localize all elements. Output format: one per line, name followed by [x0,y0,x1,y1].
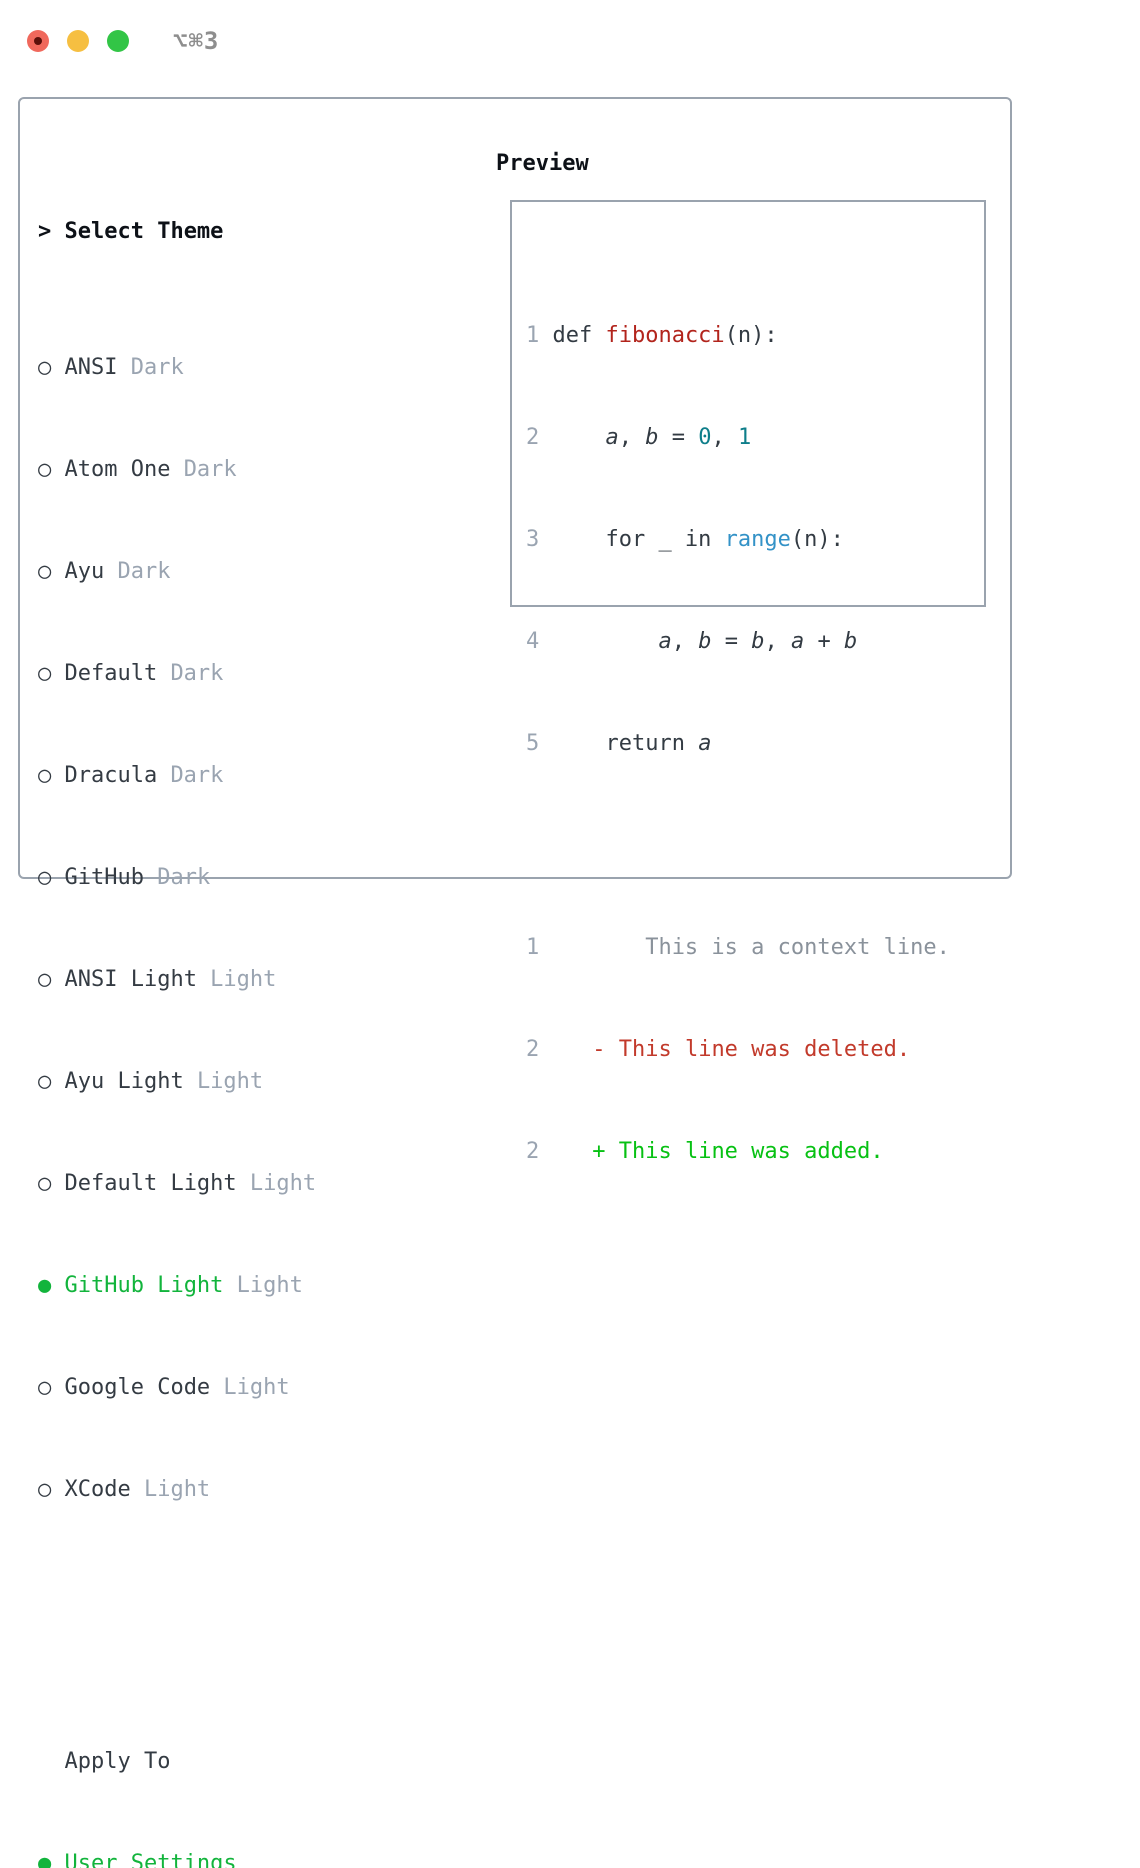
line-number: 2 [526,1139,540,1164]
theme-variant-tag: Light [143,1477,211,1502]
theme-name: Google Code [64,1375,211,1400]
theme-name: ANSI [64,355,118,380]
window-titlebar: ⌥⌘3 [27,27,219,55]
theme-option-dracula-dark[interactable]: ○ Dracula Dark [38,759,409,793]
theme-name: Default Light [64,1171,237,1196]
diff-added-line: 2 + This line was added. [526,1135,950,1169]
minimize-button[interactable] [67,30,89,52]
spacer-row [38,1609,409,1643]
radio-icon: ○ [38,763,52,788]
theme-variant-tag: Light [236,1273,303,1298]
radio-icon: ○ [38,559,52,584]
theme-variant-tag: Dark [130,355,184,380]
line-number: 5 [526,731,540,756]
apply-to-heading: Apply To [38,1745,409,1779]
theme-option-default-light[interactable]: ○ Default Light Light [38,1167,409,1201]
theme-variant-tag: Dark [157,865,211,890]
code-line: 3 for _ in range(n): [526,523,950,557]
theme-option-ayu-light[interactable]: ○ Ayu Light Light [38,1065,409,1099]
theme-option-github-dark[interactable]: ○ GitHub Dark [38,861,409,895]
window-title: ⌥⌘3 [173,27,220,55]
radio-icon: ○ [38,661,52,686]
theme-name: ANSI Light [64,967,197,992]
code-line: 2 a, b = 0, 1 [526,421,950,455]
radio-icon: ○ [38,1477,52,1502]
diff-deleted-line: 2 - This line was deleted. [526,1033,950,1067]
apply-option-user-settings[interactable]: ● User Settings [38,1847,409,1868]
diff-context-line: 1 This is a context line. [526,931,950,965]
radio-icon: ○ [38,355,52,380]
theme-option-github-light[interactable]: ● GitHub Light Light [38,1269,409,1303]
function-name-token: fibonacci [605,323,725,348]
builtin-token: range [724,527,791,552]
theme-name: GitHub [64,865,144,890]
close-button[interactable] [27,30,49,52]
theme-variant-tag: Light [210,967,277,992]
code-line: 4 a, b = b, a + b [526,625,950,659]
blank-line [526,829,950,863]
radio-icon: ○ [38,1375,52,1400]
radio-icon: ○ [38,865,52,890]
prompt-icon: > [38,219,52,244]
theme-name: GitHub Light [64,1273,224,1298]
theme-option-default-dark[interactable]: ○ Default Dark [38,657,409,691]
line-number: 4 [526,629,540,654]
theme-option-ansi-light[interactable]: ○ ANSI Light Light [38,963,409,997]
theme-name: Atom One [64,457,171,482]
apply-option-label: User Settings [64,1851,237,1868]
number-token: 1 [737,425,752,450]
theme-name: Dracula [64,763,158,788]
line-number: 1 [526,935,540,960]
theme-name: Default [64,661,158,686]
zoom-button[interactable] [107,30,129,52]
theme-option-ansi-dark[interactable]: ○ ANSI Dark [38,351,409,385]
heading-label: Select Theme [64,219,224,244]
theme-variant-tag: Light [196,1069,264,1094]
line-number: 2 [526,425,540,450]
preview-heading: Preview [496,151,589,176]
theme-name: Ayu [64,559,105,584]
theme-option-ayu-dark[interactable]: ○ Ayu Dark [38,555,409,589]
theme-variant-tag: Dark [117,559,171,584]
theme-name: Ayu Light [64,1069,184,1094]
theme-variant-tag: Dark [170,763,224,788]
radio-selected-icon: ● [38,1851,52,1868]
theme-variant-tag: Dark [170,661,224,686]
line-number: 2 [526,1037,540,1062]
theme-option-google-code-light[interactable]: ○ Google Code Light [38,1371,409,1405]
radio-selected-icon: ● [38,1273,52,1298]
heading-label: Apply To [64,1749,171,1774]
radio-icon: ○ [38,967,52,992]
theme-variant-tag: Dark [183,457,237,482]
select-theme-heading: > Select Theme [38,215,409,249]
number-token: 0 [698,425,712,450]
radio-icon: ○ [38,1171,52,1196]
theme-variant-tag: Light [249,1171,317,1196]
theme-name: XCode [64,1477,131,1502]
radio-icon: ○ [38,1069,52,1094]
theme-option-atom-one-dark[interactable]: ○ Atom One Dark [38,453,409,487]
radio-icon: ○ [38,457,52,482]
theme-variant-tag: Light [223,1375,290,1400]
theme-option-xcode-light[interactable]: ○ XCode Light [38,1473,409,1507]
line-number: 1 [526,323,540,348]
line-number: 3 [526,527,540,552]
code-line: 5 return a [526,727,950,761]
